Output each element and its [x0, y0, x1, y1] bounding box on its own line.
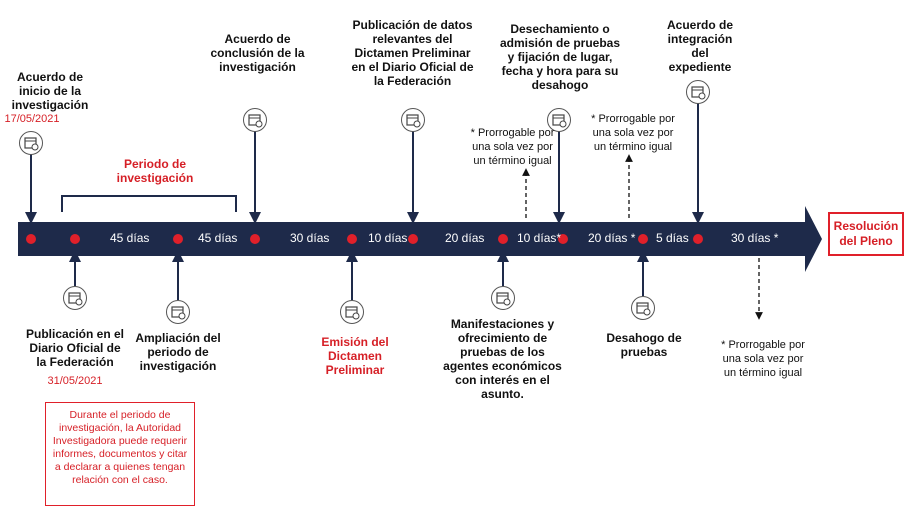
period-bracket: [61, 195, 237, 212]
calendar-clock-icon: [63, 286, 87, 310]
event-integracion-label: Acuerdo de integración del expediente: [666, 18, 733, 74]
duration-label: 45 días: [198, 231, 238, 245]
timeline-dot: [408, 234, 418, 244]
timeline-dot: [638, 234, 648, 244]
timeline-dot: [173, 234, 183, 244]
timeline-dot: [558, 234, 568, 244]
investigation-info-box: Durante el periodo de investigación, la …: [45, 402, 195, 506]
duration-label: 30 días *: [731, 231, 779, 245]
period-label: Periodo de investigación: [116, 157, 194, 185]
event-publicacion-dof-date: 31/05/2021: [47, 375, 103, 387]
duration-label: 20 días *: [588, 231, 636, 245]
prorrogable-note: * Prorrogable por una sola vez por un té…: [470, 127, 555, 167]
calendar-clock-icon: [401, 108, 425, 132]
event-publicacion-dof-label: Publicación en el Diario Oficial de la F…: [25, 327, 125, 369]
calendar-clock-icon: [491, 286, 515, 310]
event-desahogo-label: Desahogo de pruebas: [606, 331, 682, 359]
calendar-clock-icon: [547, 108, 571, 132]
duration-label: 45 días: [110, 231, 150, 245]
timeline-dot: [498, 234, 508, 244]
timeline-dot: [347, 234, 357, 244]
duration-label: 30 días: [290, 231, 330, 245]
calendar-clock-icon: [340, 300, 364, 324]
timeline-arrow: [18, 206, 822, 272]
prorrogable-note: * Prorrogable por una sola vez por un té…: [721, 339, 805, 379]
duration-label: 5 días: [656, 231, 689, 245]
duration-label: 10 días*: [517, 231, 562, 245]
calendar-clock-icon: [631, 296, 655, 320]
event-inicio-label: Acuerdo de inicio de la investigación: [11, 70, 89, 112]
calendar-clock-icon: [243, 108, 267, 132]
timeline-dot: [26, 234, 36, 244]
calendar-clock-icon: [686, 80, 710, 104]
prorrogable-note: * Prorrogable por una sola vez por un té…: [591, 113, 675, 153]
event-ampliacion-label: Ampliación del periodo de investigación: [135, 331, 221, 373]
timeline-dot: [250, 234, 260, 244]
event-emision-label: Emisión del Dictamen Preliminar: [321, 335, 389, 377]
calendar-clock-icon: [19, 131, 43, 155]
resolution-box: Resolución del Pleno: [828, 212, 904, 256]
timeline-dot: [70, 234, 80, 244]
event-desechamiento-label: Desechamiento o admisión de pruebas y fi…: [499, 22, 621, 92]
event-manifestaciones-label: Manifestaciones y ofrecimiento de prueba…: [443, 317, 562, 401]
duration-label: 20 días: [445, 231, 485, 245]
calendar-clock-icon: [166, 300, 190, 324]
event-inicio-date: 17/05/2021: [4, 113, 60, 125]
timeline-dot: [693, 234, 703, 244]
duration-label: 10 días: [368, 231, 408, 245]
event-conclusion-label: Acuerdo de conclusión de la investigació…: [210, 32, 305, 74]
event-publicacion-datos-label: Publicación de datos relevantes del Dict…: [351, 18, 474, 88]
